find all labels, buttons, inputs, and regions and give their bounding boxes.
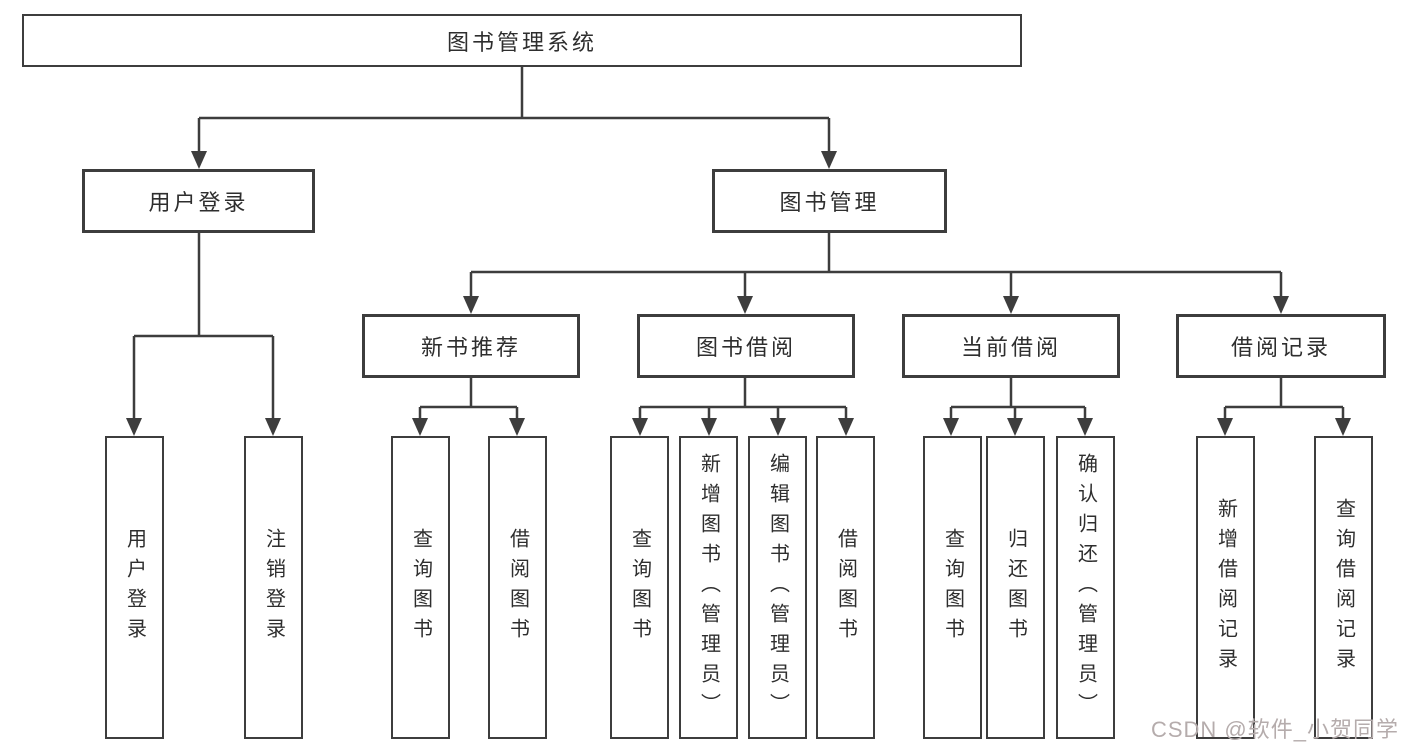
node-label: 确认归还（管理员） xyxy=(1074,452,1097,723)
node-leaf-logout: 注销登录 xyxy=(244,436,303,739)
arrow-icon xyxy=(265,418,281,436)
node-root: 图书管理系统 xyxy=(22,14,1022,67)
connector-current-borrowing-branch xyxy=(949,378,1087,421)
arrow-icon xyxy=(463,296,479,314)
arrow-icon xyxy=(412,418,428,436)
node-label: 查询图书 xyxy=(628,527,651,648)
arrow-icon xyxy=(126,418,142,436)
node-label: 当前借阅 xyxy=(960,335,1061,360)
node-label: 图书管理 xyxy=(779,190,880,215)
watermark: CSDN @软件_小贺同学 xyxy=(1150,717,1399,742)
node-new-book-recommend: 新书推荐 xyxy=(362,314,580,378)
node-leaf-confirm-return-admin: 确认归还（管理员） xyxy=(1056,436,1115,739)
arrow-icon xyxy=(770,418,786,436)
arrow-icon xyxy=(1217,418,1233,436)
connector-root-branch xyxy=(197,67,831,154)
connector-user-login-branch xyxy=(132,233,275,421)
connector-new-book-branch xyxy=(418,378,519,421)
node-label: 归还图书 xyxy=(1004,527,1027,648)
node-label: 查询图书 xyxy=(409,527,432,648)
arrow-icon xyxy=(1077,418,1093,436)
node-leaf-query-borrow-record: 查询借阅记录 xyxy=(1314,436,1373,739)
node-label: 借阅图书 xyxy=(506,527,529,648)
node-label: 借阅记录 xyxy=(1230,335,1331,360)
arrow-icon xyxy=(1007,418,1023,436)
connector-borrowing-records-branch xyxy=(1223,378,1345,421)
connector-book-management-branch xyxy=(469,233,1283,299)
arrow-icon xyxy=(632,418,648,436)
arrow-icon xyxy=(509,418,525,436)
node-user-login: 用户登录 xyxy=(82,169,315,233)
node-label: 图书借阅 xyxy=(695,335,796,360)
connector-book-borrowing-branch xyxy=(638,378,848,421)
arrowheads xyxy=(126,151,1351,436)
node-label: 编辑图书（管理员） xyxy=(766,452,789,723)
arrow-icon xyxy=(821,151,837,169)
arrow-icon xyxy=(1003,296,1019,314)
node-leaf-return-books: 归还图书 xyxy=(986,436,1045,739)
arrow-icon xyxy=(943,418,959,436)
node-label: 新增借阅记录 xyxy=(1214,497,1237,678)
node-current-borrowing: 当前借阅 xyxy=(902,314,1120,378)
node-leaf-add-books-admin: 新增图书（管理员） xyxy=(679,436,738,739)
node-label: 查询借阅记录 xyxy=(1332,497,1355,678)
node-borrowing-records: 借阅记录 xyxy=(1176,314,1386,378)
node-leaf-user-login: 用户登录 xyxy=(105,436,164,739)
node-leaf-query-books-recommend: 查询图书 xyxy=(391,436,450,739)
arrow-icon xyxy=(701,418,717,436)
node-label: 新增图书（管理员） xyxy=(697,452,720,723)
node-leaf-query-books-current: 查询图书 xyxy=(923,436,982,739)
arrow-icon xyxy=(838,418,854,436)
node-book-borrowing: 图书借阅 xyxy=(637,314,855,378)
node-leaf-borrow-books-recommend: 借阅图书 xyxy=(488,436,547,739)
node-label: 用户登录 xyxy=(148,190,249,215)
node-label: 借阅图书 xyxy=(834,527,857,648)
node-leaf-query-books-borrowing: 查询图书 xyxy=(610,436,669,739)
node-label: 用户登录 xyxy=(123,527,146,648)
arrow-icon xyxy=(1335,418,1351,436)
node-label: 新书推荐 xyxy=(420,335,521,360)
arrow-icon xyxy=(1273,296,1289,314)
node-book-management: 图书管理 xyxy=(712,169,947,233)
node-label: 注销登录 xyxy=(262,527,285,648)
node-label: 查询图书 xyxy=(941,527,964,648)
node-leaf-edit-books-admin: 编辑图书（管理员） xyxy=(748,436,807,739)
node-leaf-add-borrow-record: 新增借阅记录 xyxy=(1196,436,1255,739)
arrow-icon xyxy=(737,296,753,314)
arrow-icon xyxy=(191,151,207,169)
node-label: 图书管理系统 xyxy=(446,29,597,55)
node-leaf-borrow-books: 借阅图书 xyxy=(816,436,875,739)
